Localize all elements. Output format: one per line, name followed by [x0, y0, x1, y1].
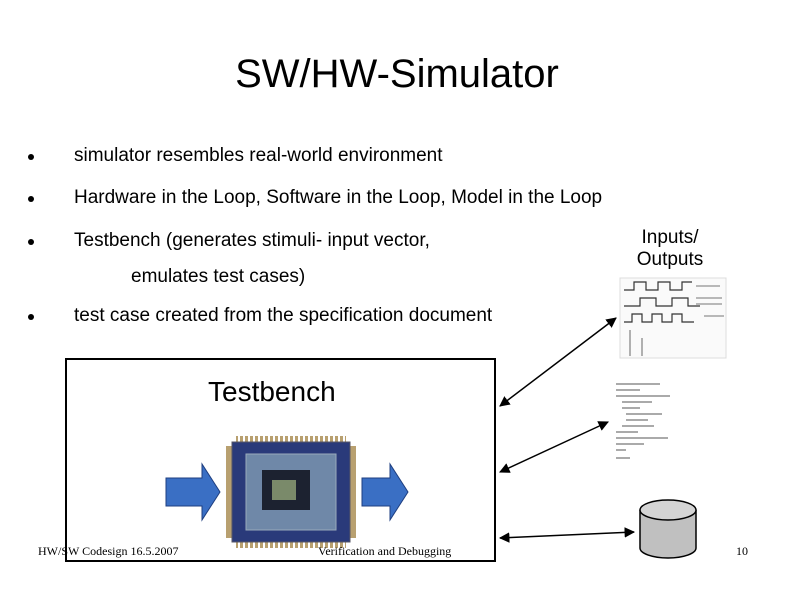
- bullet-text: simulator resembles real-world environme…: [74, 145, 443, 166]
- io-label-line2: Outputs: [636, 249, 704, 270]
- arrow-icon: [498, 527, 636, 543]
- arrow-icon: [165, 462, 221, 522]
- testbench-label: Testbench: [208, 376, 336, 407]
- bullet-dot-icon: [28, 239, 34, 245]
- slide-title: SW/HW-Simulator: [235, 52, 559, 96]
- waveform-icon: [619, 277, 727, 359]
- bullet-text: Hardware in the Loop, Software in the Lo…: [74, 187, 603, 208]
- code-listing-icon: [616, 383, 670, 459]
- database-cylinder-icon: [639, 499, 697, 559]
- bullet-continuation: emulates test cases): [131, 266, 306, 287]
- bullet-text: test case created from the specification…: [74, 305, 493, 326]
- io-label: Inputs/ Outputs: [628, 227, 712, 271]
- arrow-icon: [499, 421, 609, 473]
- arrow-icon: [499, 317, 617, 407]
- footer-left: HW/SW Codesign 16.5.2007: [38, 544, 179, 558]
- bullet-dot-icon: [28, 196, 34, 202]
- arrow-icon: [361, 462, 409, 522]
- bullet-dot-icon: [28, 314, 34, 320]
- testbench-frame: [65, 358, 496, 562]
- io-label-line1: Inputs/: [641, 227, 699, 248]
- bullet-dot-icon: [28, 154, 34, 160]
- chip-icon: [226, 436, 356, 548]
- footer-center: Verification and Debugging: [318, 544, 452, 558]
- page-number: 10: [736, 544, 748, 558]
- bullet-text: Testbench (generates stimuli- input vect…: [74, 230, 430, 251]
